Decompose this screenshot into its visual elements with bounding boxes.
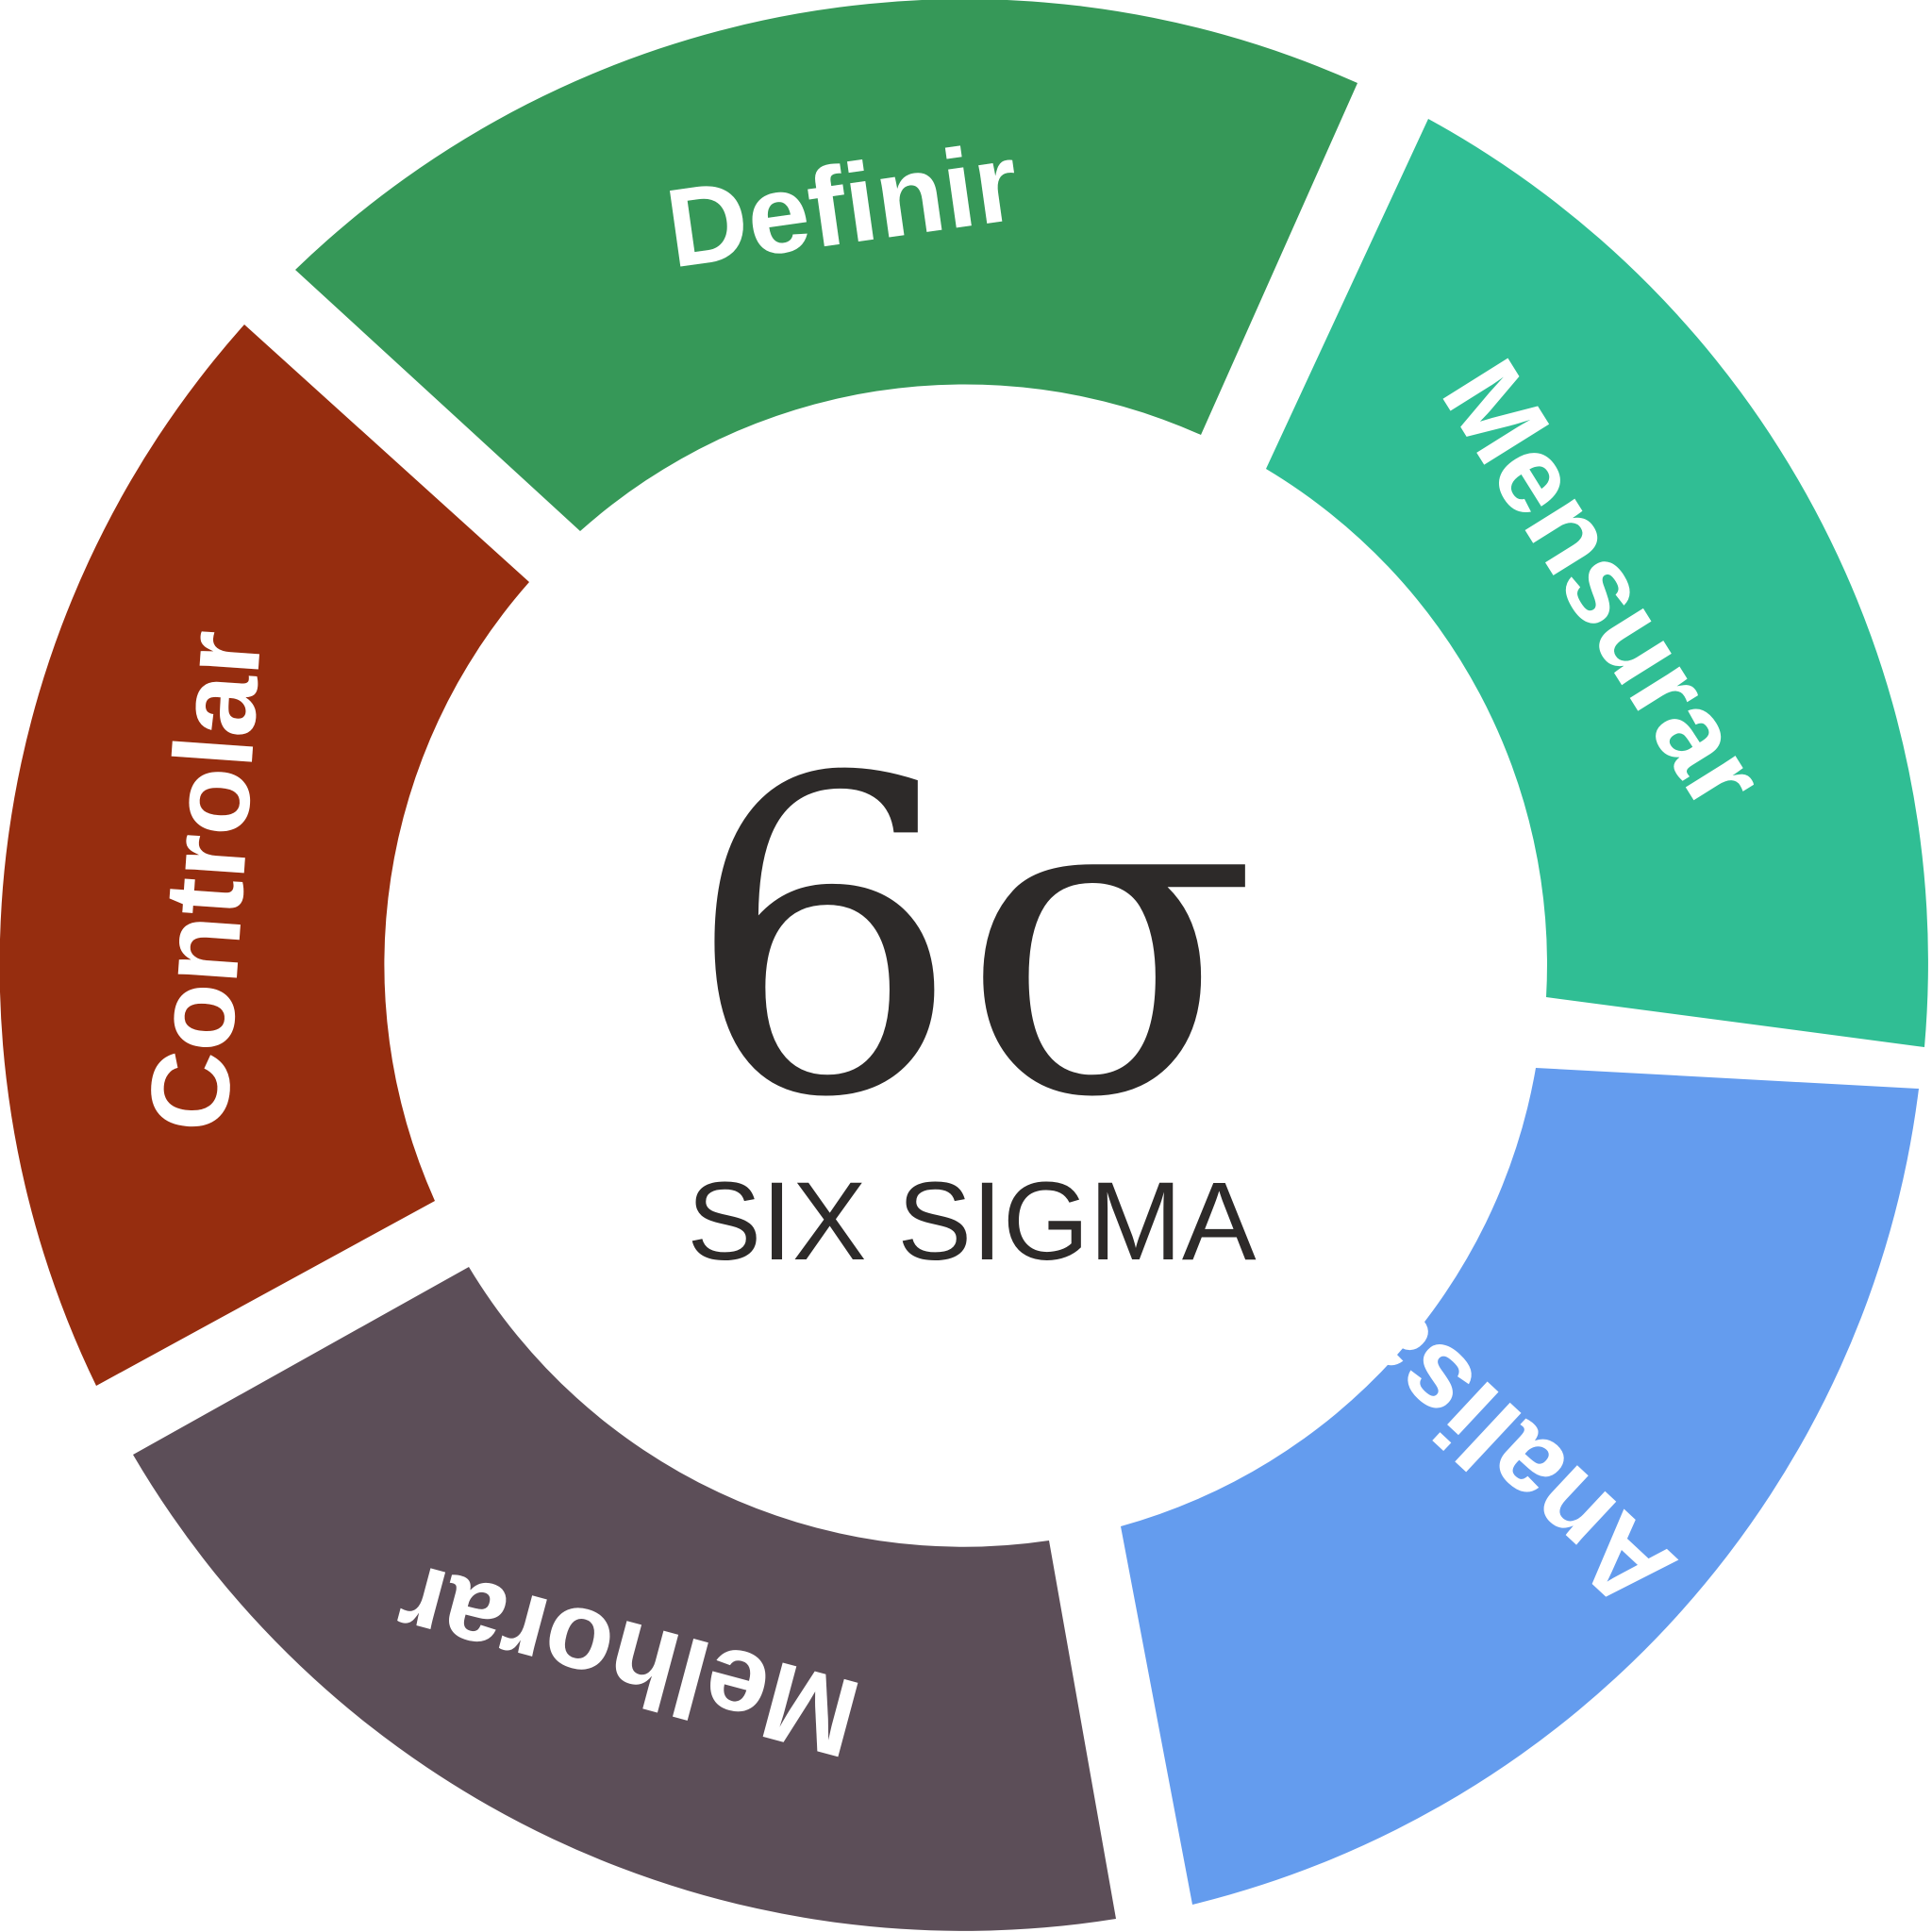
segment-controlar	[0, 325, 529, 1386]
segment-melhorar-arc	[133, 1267, 1116, 1931]
center-logo: 6σ SIX SIGMA	[686, 688, 1258, 1284]
segment-melhorar	[133, 1267, 1116, 1931]
segment-analisar-arc	[1121, 1068, 1919, 1905]
segment-mensurar	[1266, 119, 1928, 1047]
segment-controlar-arc	[0, 325, 529, 1386]
segment-definir-arc	[295, 0, 1357, 531]
six-sigma-symbol: 6σ	[686, 688, 1258, 1192]
segment-mensurar-arc	[1266, 119, 1928, 1047]
segment-definir	[295, 0, 1357, 531]
six-sigma-caption: SIX SIGMA	[687, 1159, 1257, 1284]
segment-analisar	[1121, 1068, 1919, 1905]
